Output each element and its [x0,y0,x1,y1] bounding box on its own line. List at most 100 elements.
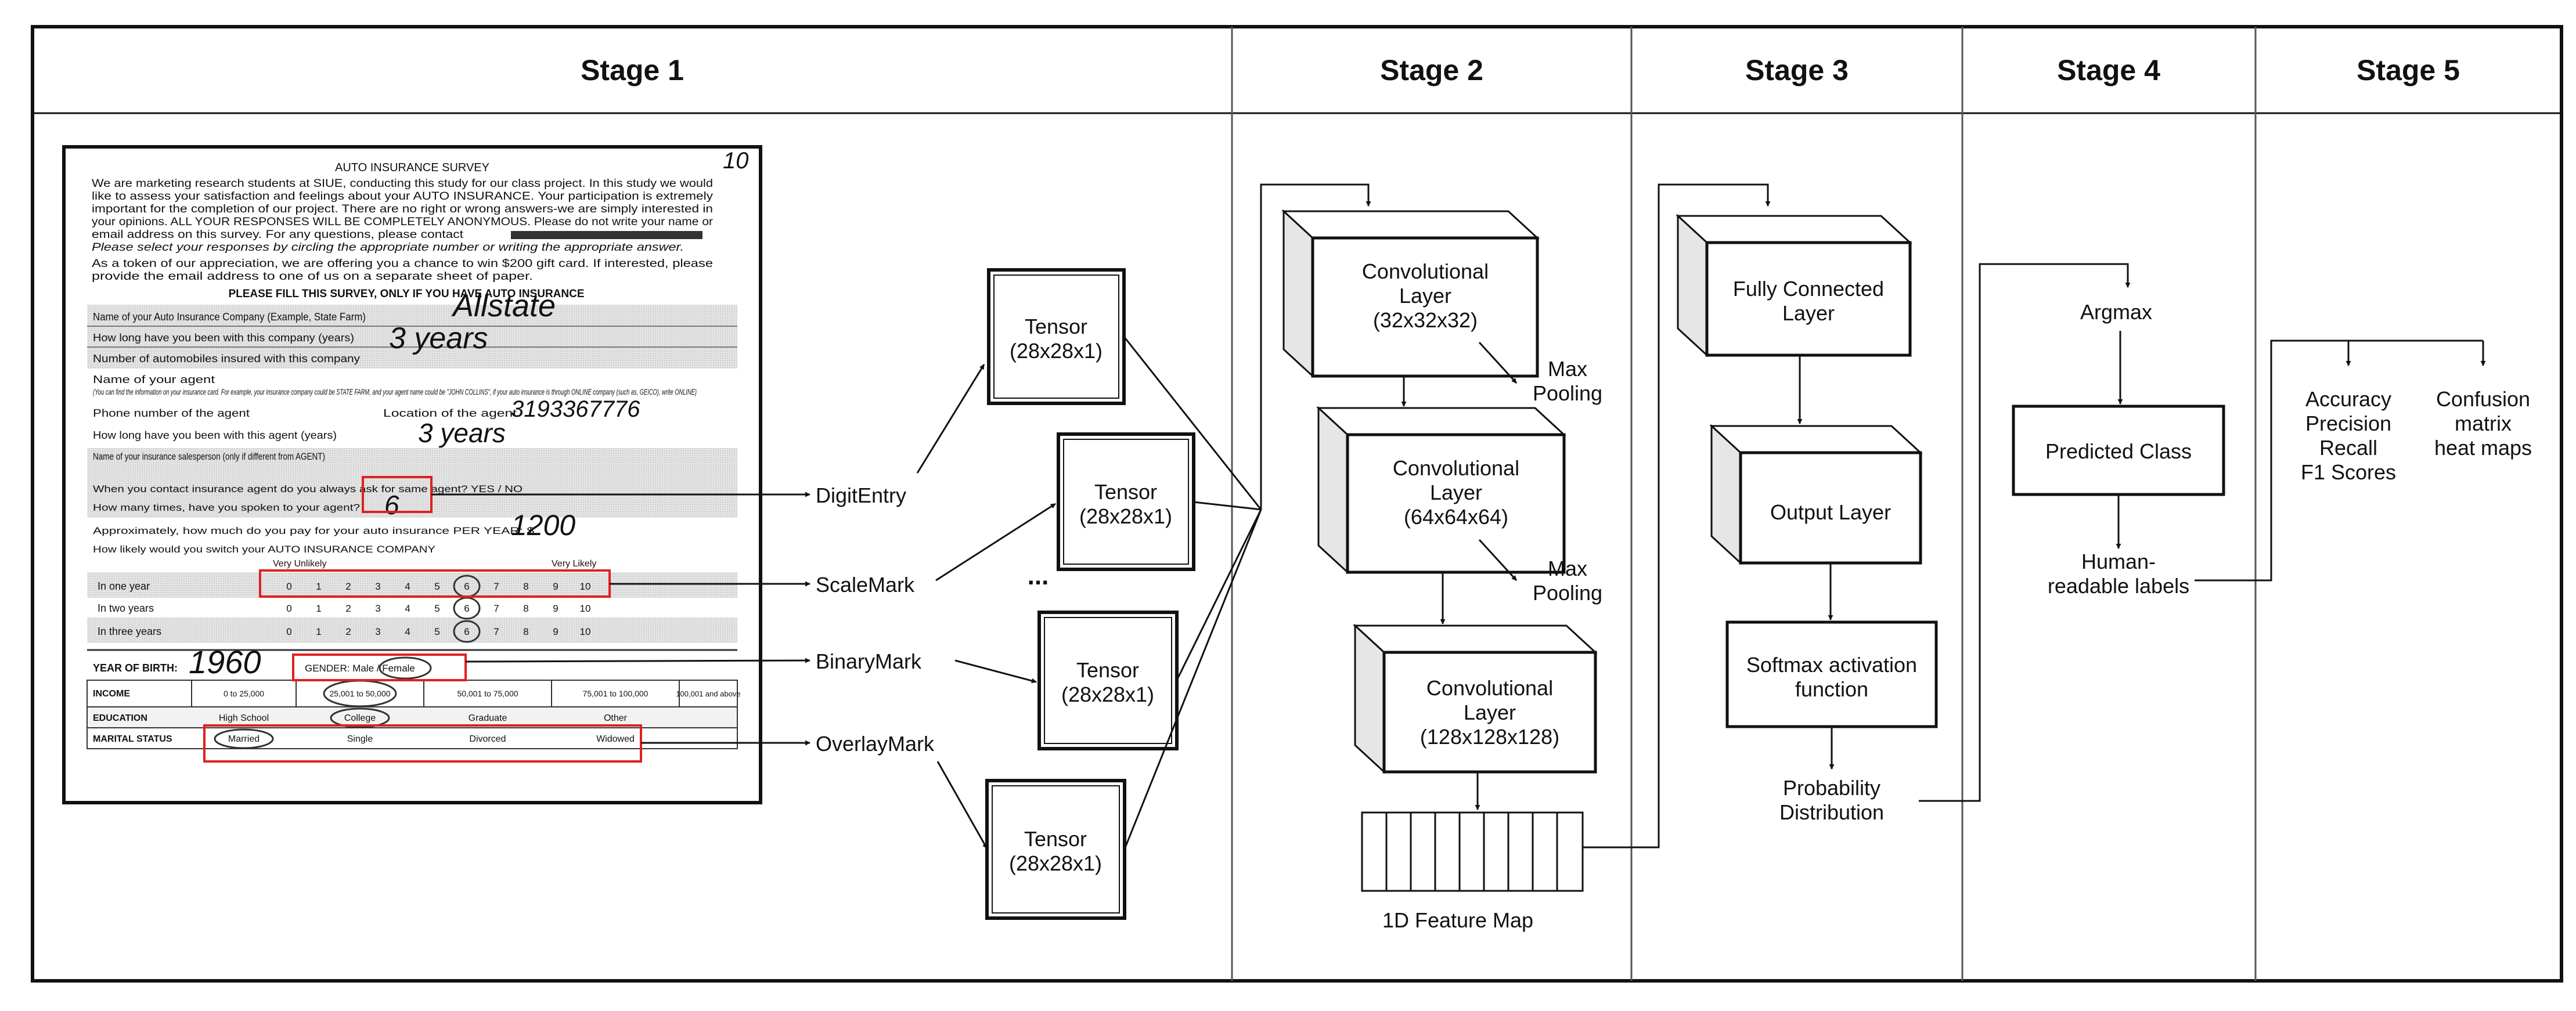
svg-text:email address on this survey.: email address on this survey. For any qu… [92,229,464,241]
probability-to-argmax-connector [1919,263,2131,802]
svg-text:1960: 1960 [189,644,261,680]
svg-text:Divorced: Divorced [469,734,506,744]
survey-intro: We are marketing research students at SI… [92,178,714,300]
svg-text:Name of your agent: Name of your agent [93,374,215,385]
svg-text:3193367776: 3193367776 [511,396,640,422]
scale-number: 1 [316,581,321,592]
stage2-arrows [1401,341,1518,810]
svg-text:like to assess your satisfacti: like to assess your satisfaction and fee… [92,190,714,203]
tensor-convergence-lines [1123,183,1371,850]
svg-text:Allstate: Allstate [451,288,556,323]
scale-circle-mark [453,620,481,643]
svg-text:Name of your insurance salespe: Name of your insurance salesperson (only… [93,451,325,462]
tensor-label: Tensor(28x28x1) [1061,658,1154,706]
scale-number: 1 [316,626,321,637]
svg-text:GENDER: Male / Female: GENDER: Male / Female [305,663,415,674]
svg-text:Other: Other [604,713,628,723]
svg-text:3 years: 3 years [389,322,488,355]
scale-number: 7 [493,626,499,637]
scale-number: 7 [493,603,499,614]
svg-text:YEAR OF BIRTH:: YEAR OF BIRTH: [93,662,178,674]
svg-text:your opinions. ALL YOUR RESPON: your opinions. ALL YOUR RESPONSES WILL B… [92,216,714,228]
scale-number: 10 [580,626,591,637]
scale-number: 9 [553,603,558,614]
svg-text:MARITAL STATUS: MARITAL STATUS [93,734,172,744]
scale-number: 4 [405,603,410,614]
tensor-box: Tensor(28x28x1) [985,779,1126,920]
scale-number: 2 [345,603,351,614]
marital-circle-mark [214,728,274,749]
scale-number: 9 [553,581,558,592]
scale-number: 10 [580,603,591,614]
svg-text:High School: High School [219,713,269,723]
tensor-box: Tensor(28x28x1) [987,268,1126,405]
scale-number: 3 [375,626,380,637]
survey-scale: Very Unlikely Very Likely In one year In… [87,559,737,643]
predicted-class-label: Predicted Class [2045,439,2192,463]
human-readable-labels: Human-readable labels [2048,550,2189,598]
svg-text:Name of your Auto Insurance Co: Name of your Auto Insurance Company (Exa… [93,311,366,323]
scale-number: 7 [493,581,499,592]
scale-number: 0 [286,626,291,637]
mark-type-labels: DigitEntry ScaleMark BinaryMark OverlayM… [816,483,935,756]
svg-text:INCOME: INCOME [93,689,130,699]
svg-text:Very Likely: Very Likely [552,559,596,569]
argmax-label: Argmax [2080,300,2152,324]
svg-text:In one year: In one year [98,580,150,592]
svg-text:important for the completion o: important for the completion of our proj… [92,203,713,215]
svg-text:6: 6 [384,490,399,520]
svg-text:Phone number of the agent: Phone number of the agent [93,407,250,419]
tensor-box: Tensor(28x28x1) [1037,611,1179,750]
stage-1-header: Stage 1 [581,54,684,86]
output-layer: Output Layer [1709,424,1923,565]
svg-text:Married: Married [228,734,260,744]
stage-headers: Stage 1 Stage 2 Stage 3 Stage 4 Stage 5 [581,54,2460,86]
labels-to-metrics-connector [2195,340,2483,582]
mark-type-overlay-mark: OverlayMark [816,732,935,756]
svg-text:How likely would you switch yo: How likely would you switch your AUTO IN… [93,544,435,555]
svg-text:Graduate: Graduate [469,713,507,723]
survey-page-number: 10 [723,148,749,174]
stage-2-header: Stage 2 [1380,54,1483,86]
scale-number: 8 [523,581,528,592]
svg-text:3 years: 3 years [418,418,506,448]
stage-4-header: Stage 4 [2057,54,2160,86]
scale-number: 2 [345,581,351,592]
tensor-ellipsis: ... [1028,562,1049,590]
gender-circle-mark [379,656,432,680]
scale-number: 8 [523,603,528,614]
svg-text:100,001 and above: 100,001 and above [676,689,740,698]
tensor-label: Tensor(28x28x1) [1079,480,1172,528]
svg-text:How many times, have you spoke: How many times, have you spoken to your … [93,502,360,513]
scale-number: 10 [580,581,591,592]
svg-text:Very Unlikely: Very Unlikely [273,559,326,569]
scale-number: 9 [553,626,558,637]
tensor-box: Tensor(28x28x1) [1057,432,1195,571]
survey-form: 10 AUTO INSURANCE SURVEY We are marketin… [62,145,762,804]
tensor-label: Tensor(28x28x1) [1009,827,1102,875]
scale-number: 1 [316,603,321,614]
svg-text:25,001 to 50,000: 25,001 to 50,000 [329,689,390,698]
stage-3-header: Stage 3 [1745,54,1849,86]
redaction-scribble [511,231,702,239]
scale-number: 2 [345,626,351,637]
mark-type-scale-mark: ScaleMark [816,573,915,597]
highlight-connectors [431,492,810,746]
svg-text:provide the email address to o: provide the email address to one of us o… [92,270,533,283]
svg-text:Approximately, how much do you: Approximately, how much do you pay for y… [93,525,535,536]
binary-mark-highlight [292,653,467,681]
feature-map-label: 1D Feature Map [1382,908,1533,932]
tensors: Tensor(28x28x1) Tensor(28x28x1) ... Tens… [985,268,1195,920]
